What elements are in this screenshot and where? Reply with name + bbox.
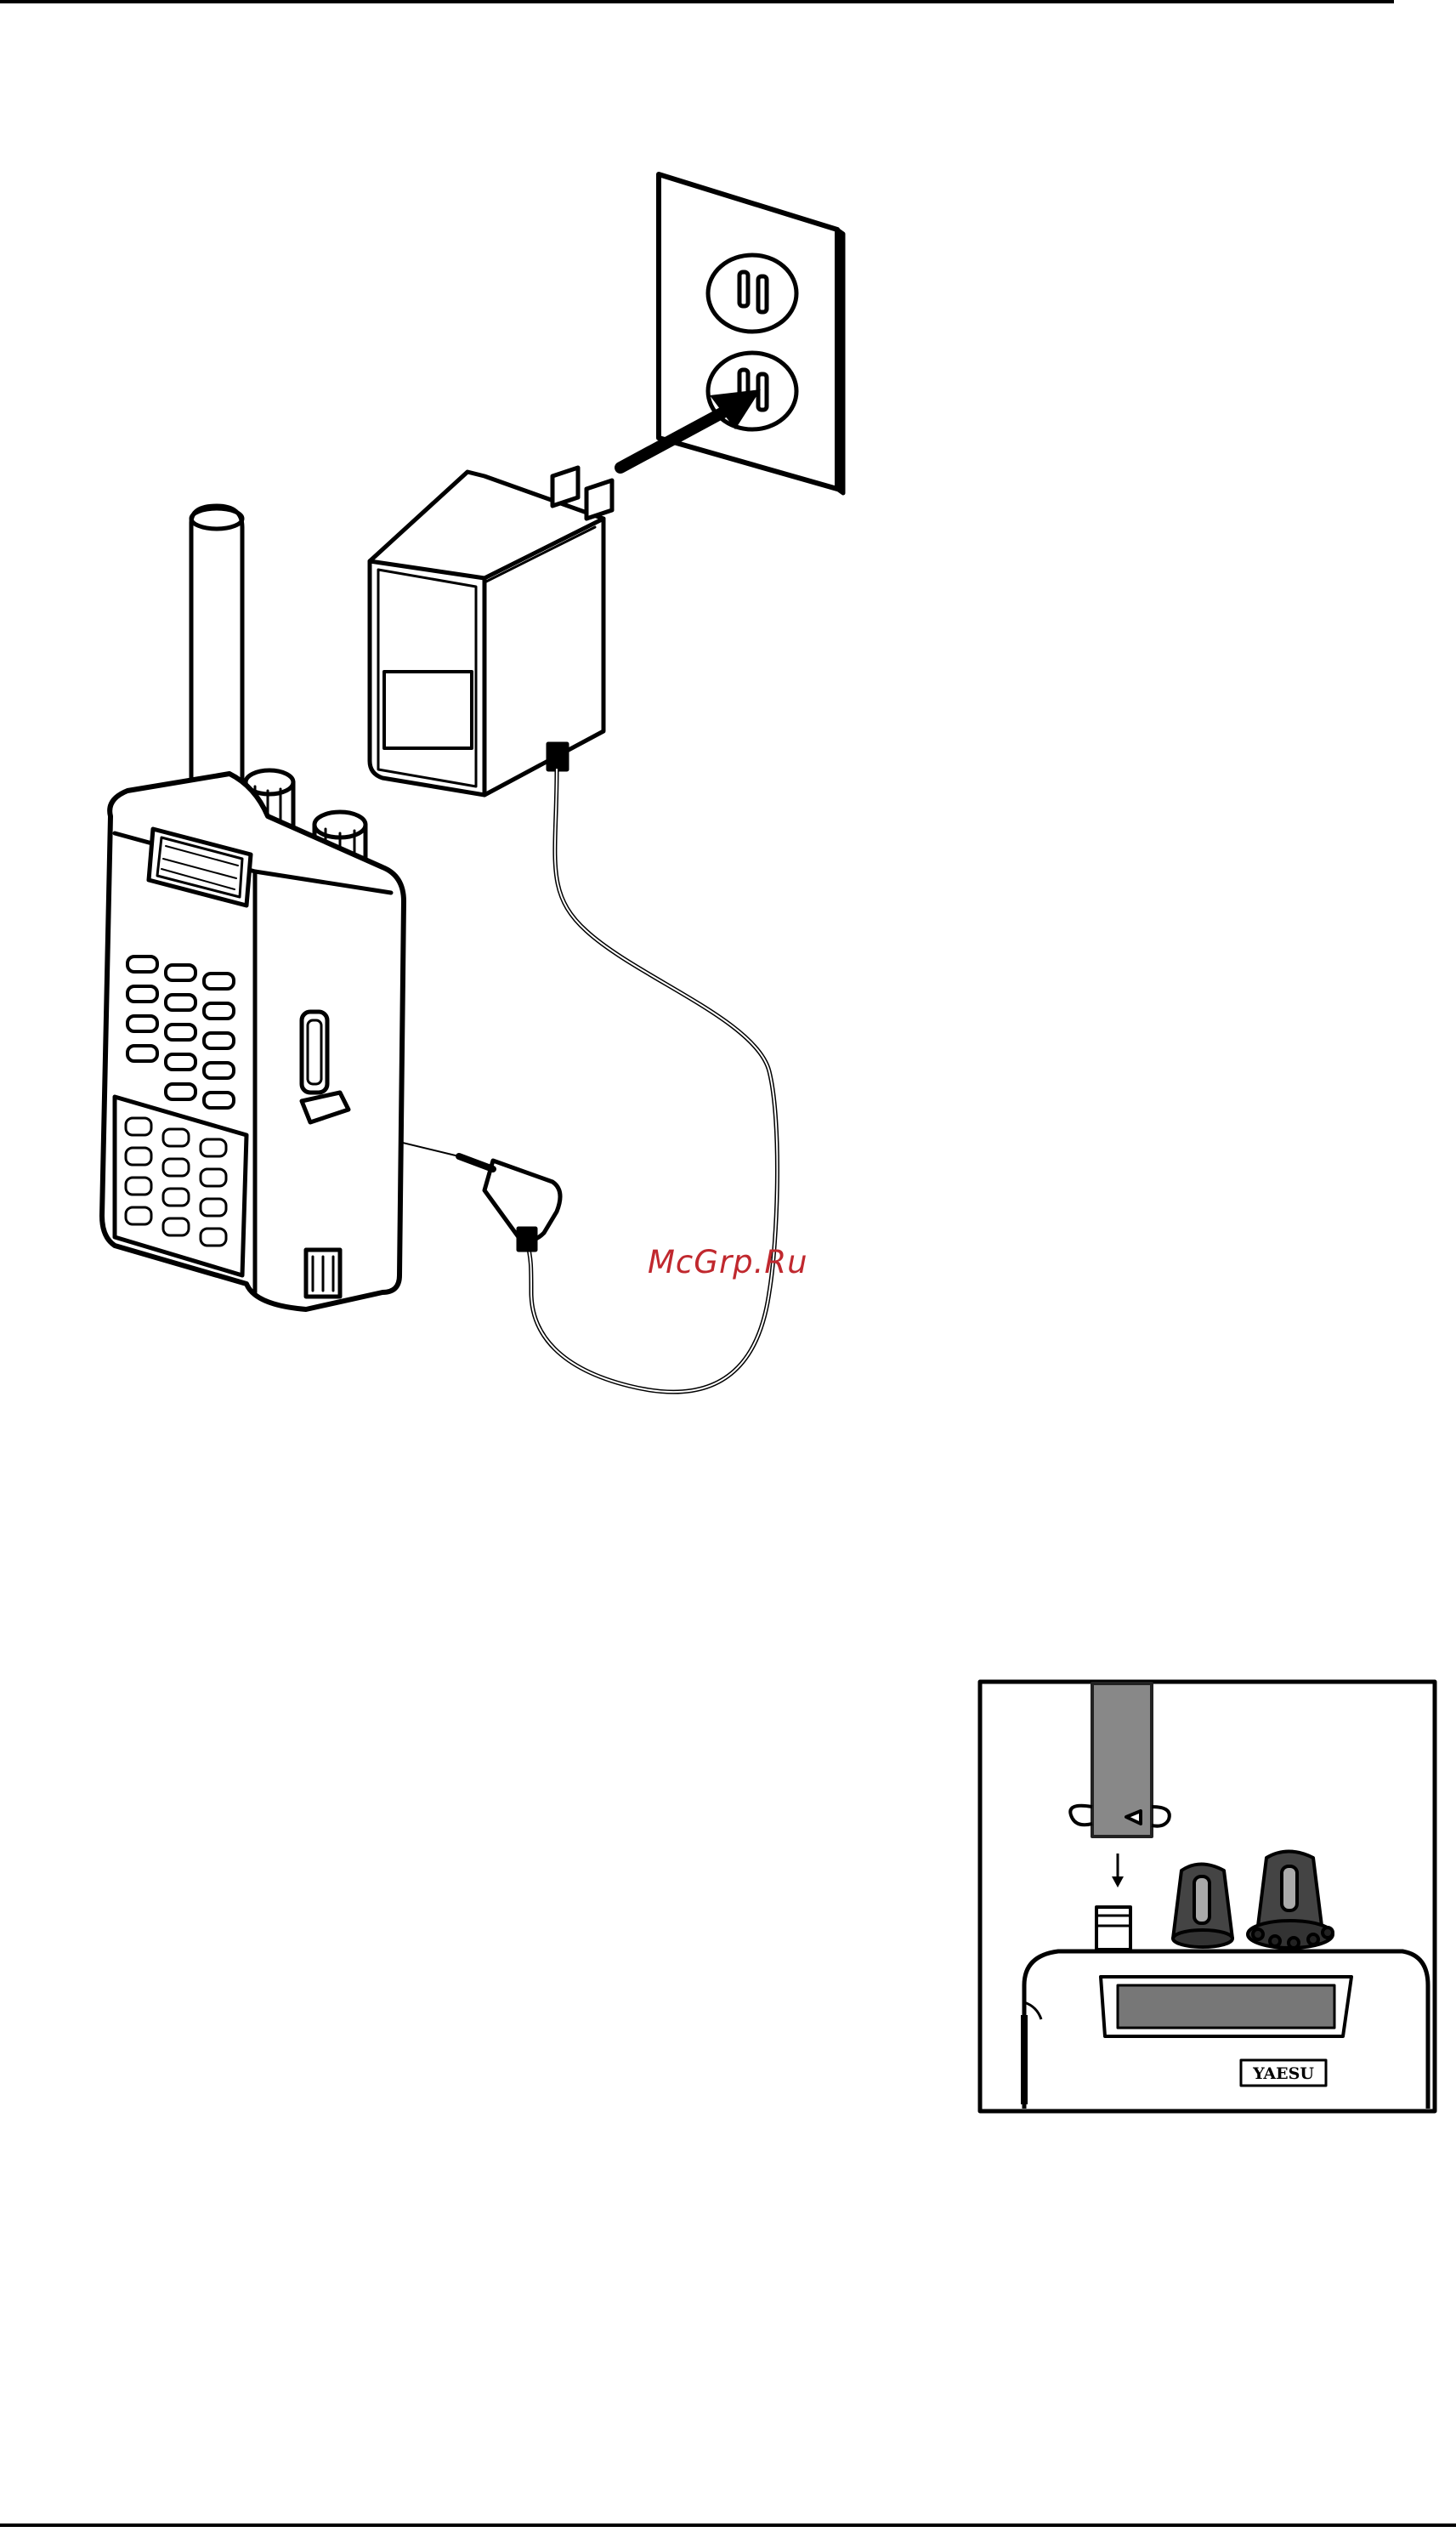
handheld-radio: [102, 774, 404, 1309]
yaesu-logo-text: YAESU: [1252, 2064, 1314, 2083]
watermark-text: McGrp.Ru: [648, 1244, 808, 1280]
volume-knob: [1173, 1865, 1232, 1948]
strap-lug: [1096, 1907, 1130, 1950]
radio-top: [1024, 1951, 1428, 2109]
top-rule: [0, 0, 1394, 3]
ac-adapter: [370, 468, 612, 795]
hand-strap-attachment-illustration: YAESU: [977, 1679, 1441, 2115]
bottom-rule: [0, 2523, 1456, 2527]
wall-outlet: [659, 174, 843, 493]
charger-cord: [527, 769, 777, 1392]
yaesu-logo: YAESU: [1241, 2060, 1326, 2086]
radio-antenna: [191, 506, 242, 803]
strap-attachment-figure: YAESU: [977, 1679, 1441, 2115]
